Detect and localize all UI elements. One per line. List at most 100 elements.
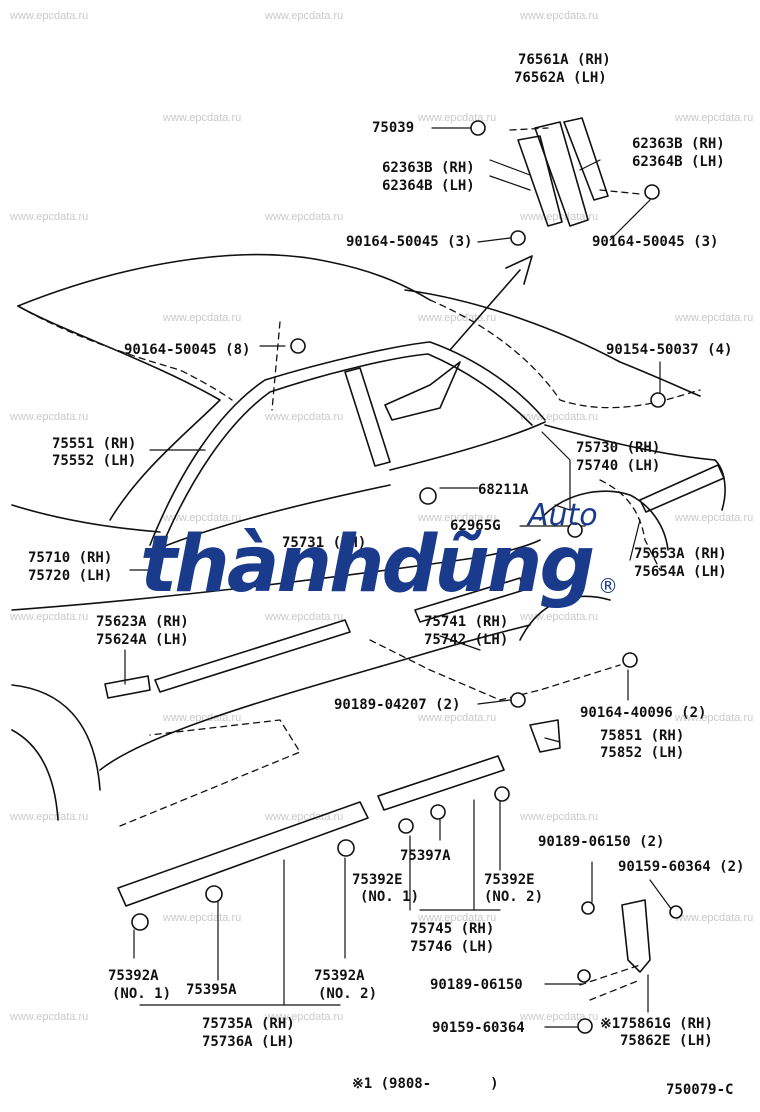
label-76561a: 76561A (RH) — [518, 52, 611, 68]
dashed-roof-rear — [429, 299, 701, 409]
watermark: www.epcdata.ru — [10, 611, 89, 623]
label-90189-06150: 90189-06150 — [430, 977, 523, 993]
watermark: www.epcdata.ru — [418, 912, 497, 924]
label-75392e-no2-note: (NO. 2) — [484, 889, 544, 905]
clip-68211 — [419, 487, 437, 505]
dashed-bottom-rear — [369, 639, 621, 701]
watermark: www.epcdata.ru — [10, 211, 89, 223]
rear-mudguard-bracket — [529, 719, 561, 753]
clip-75039 — [470, 120, 486, 136]
label-75746: 75746 (LH) — [410, 939, 495, 955]
bolt-90164-roof — [290, 338, 306, 354]
label-75623a: 75623A (RH) — [96, 614, 189, 630]
rocker-line — [11, 539, 541, 611]
watermark: www.epcdata.ru — [10, 811, 89, 823]
clip-75392e-no2 — [494, 786, 510, 802]
brand-logo-sub: Auto — [528, 498, 598, 533]
clip-75392a-no2 — [337, 839, 355, 857]
pillar-molding-a — [517, 135, 563, 227]
bolt-90164-top-left — [510, 230, 526, 246]
label-75745: 75745 (RH) — [410, 921, 495, 937]
watermark: www.epcdata.ru — [163, 112, 242, 124]
registered-mark: ® — [598, 574, 618, 598]
front-door-molding — [154, 619, 351, 693]
watermark: www.epcdata.ru — [265, 10, 344, 22]
label-75551: 75551 (RH) — [52, 436, 137, 452]
label-75720: 75720 (LH) — [28, 568, 113, 584]
front-pillar — [17, 305, 221, 521]
label-75392e-no1: 75392E — [352, 872, 403, 888]
watermark: www.epcdata.ru — [265, 211, 344, 223]
watermark: www.epcdata.ru — [520, 811, 599, 823]
window-frame-inner — [161, 353, 533, 547]
watermark: www.epcdata.ru — [163, 512, 242, 524]
roof-outline — [17, 253, 431, 307]
door-belt-front — [159, 484, 391, 549]
label-75710: 75710 (RH) — [28, 550, 113, 566]
dashed-roof-mid — [271, 321, 281, 411]
door-belt-rear — [389, 421, 546, 471]
label-75862e: 75862E (LH) — [620, 1033, 713, 1049]
watermark: www.epcdata.ru — [163, 912, 242, 924]
label-75392e-no1-note: (NO. 1) — [360, 889, 420, 905]
nut-90159-60364-b — [577, 1018, 593, 1034]
rear-fender-molding — [639, 464, 725, 513]
label-90164-50045-b: 90164-50045 (3) — [592, 234, 719, 250]
clip-75392e-no1 — [398, 818, 414, 834]
watermark: www.epcdata.ru — [520, 1011, 599, 1023]
label-75851: 75851 (RH) — [600, 728, 685, 744]
watermark: www.epcdata.ru — [675, 712, 754, 724]
watermark: www.epcdata.ru — [675, 312, 754, 324]
watermark: www.epcdata.ru — [418, 712, 497, 724]
watermark: www.epcdata.ru — [675, 912, 754, 924]
label-68211a: 68211A — [478, 482, 529, 498]
label-75653a: 75653A (RH) — [634, 546, 727, 562]
nut-90159-60364-a — [669, 905, 683, 919]
label-62363b-right: 62363B (RH) — [632, 136, 725, 152]
watermark: www.epcdata.ru — [418, 312, 497, 324]
rocker-molding-rear — [377, 755, 505, 811]
watermark: www.epcdata.ru — [675, 112, 754, 124]
lower-body-line — [99, 624, 531, 771]
body-front-line — [11, 504, 161, 533]
label-75039: 75039 — [372, 120, 415, 136]
dashed-roof-front — [17, 305, 233, 401]
label-62965g: 62965G — [450, 518, 501, 534]
label-75624a: 75624A (LH) — [96, 632, 189, 648]
label-90154-50037: 90154-50037 (4) — [606, 342, 733, 358]
label-75861g: ※175861G (RH) — [600, 1016, 713, 1032]
dashed-bottom-front — [119, 719, 301, 827]
rear-wheel-arch — [539, 490, 669, 551]
label-62364b-left: 62364B (LH) — [382, 178, 475, 194]
label-75392a-no1: 75392A — [108, 968, 159, 984]
label-75735a: 75735A (RH) — [202, 1016, 295, 1032]
watermark: www.epcdata.ru — [10, 10, 89, 22]
label-75852: 75852 (LH) — [600, 745, 685, 761]
dashed-fender — [599, 479, 661, 571]
watermark: www.epcdata.ru — [265, 811, 344, 823]
diagram-code: 750079-C — [666, 1082, 734, 1098]
clip-75392a-no1 — [131, 913, 149, 931]
label-90159-60364-2: 90159-60364 (2) — [618, 859, 745, 875]
label-75730: 75730 (RH) — [576, 440, 661, 456]
label-75741: 75741 (RH) — [424, 614, 509, 630]
roof-rear-outline — [404, 289, 701, 397]
footnote: ※1 (9808- ) — [352, 1076, 499, 1092]
watermark: www.epcdata.ru — [520, 10, 599, 22]
label-76562a: 76562A (LH) — [514, 70, 607, 86]
clip-75395a — [205, 885, 223, 903]
dashed-upper-clip — [509, 127, 641, 195]
front-wheel-arch — [11, 684, 101, 791]
watermark: www.epcdata.ru — [265, 611, 344, 623]
watermark: www.epcdata.ru — [10, 1011, 89, 1023]
label-90189-06150-2: 90189-06150 (2) — [538, 834, 665, 850]
label-75392e-no2: 75392E — [484, 872, 535, 888]
rear-bracket — [621, 899, 651, 973]
label-90164-40096: 90164-40096 (2) — [580, 705, 707, 721]
clip-62965 — [567, 522, 583, 538]
label-75731: 75731 (RH) — [282, 535, 367, 551]
watermark: www.epcdata.ru — [418, 512, 497, 524]
label-62363b-left: 62363B (RH) — [382, 160, 475, 176]
